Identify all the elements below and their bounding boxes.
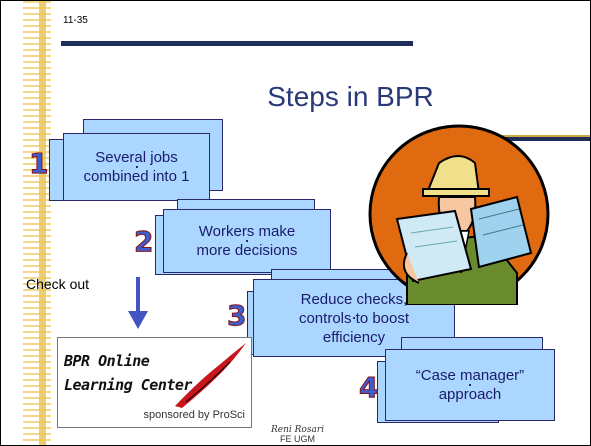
step-2-line2: more decisions <box>196 242 298 259</box>
footer-author: Reni Rosari <box>271 425 324 435</box>
step-1-box: Several jobs combined into 1 <box>63 133 210 201</box>
step-1-number: 1 <box>28 147 49 181</box>
down-arrow-head-icon <box>128 311 148 329</box>
step-3-number: 3 <box>226 299 247 333</box>
decorative-stripes <box>23 1 51 445</box>
step-4-line1: “Case manager” <box>415 367 525 384</box>
bpr-logo-line2: Learning Center <box>64 376 192 394</box>
slide-number: 11-35 <box>63 15 88 26</box>
step-3-line3: efficiency <box>322 328 386 346</box>
step-2-box: Workers make more decisions <box>163 209 331 273</box>
bpr-logo-line1: BPR Online <box>64 352 150 370</box>
footer-institution: FE UGM <box>280 434 315 444</box>
step-1-line1: Several jobs <box>95 149 178 166</box>
footer-credit: Reni Rosari FE UGM <box>271 426 324 444</box>
step-3-line2: controls to boost <box>298 309 410 327</box>
step-4-box: “Case manager” approach <box>385 349 555 421</box>
step-2-line1: Workers make <box>198 223 296 240</box>
red-swoosh-icon <box>175 343 246 408</box>
step-1-line2: combined into 1 <box>83 168 190 185</box>
worker-reading-blueprint-illustration <box>368 124 550 305</box>
slide-title: Steps in BPR <box>267 81 434 112</box>
step-4-number: 4 <box>358 371 379 405</box>
step-2-number: 2 <box>133 225 154 259</box>
side-rule <box>453 135 590 141</box>
bpr-online-learning-center-logo[interactable]: BPR Online Learning Center sponsored by … <box>57 337 252 428</box>
side-rule-accent <box>453 135 590 137</box>
step-3-line1: Reduce checks, <box>300 290 408 308</box>
check-out-label: Check out <box>26 276 90 292</box>
step-4-line2: approach <box>438 386 502 403</box>
header-rule <box>61 41 413 46</box>
bpr-sponsor-text: sponsored by ProSci <box>143 409 246 421</box>
decorative-stripe-band <box>39 1 46 445</box>
down-arrow-icon <box>136 277 140 313</box>
